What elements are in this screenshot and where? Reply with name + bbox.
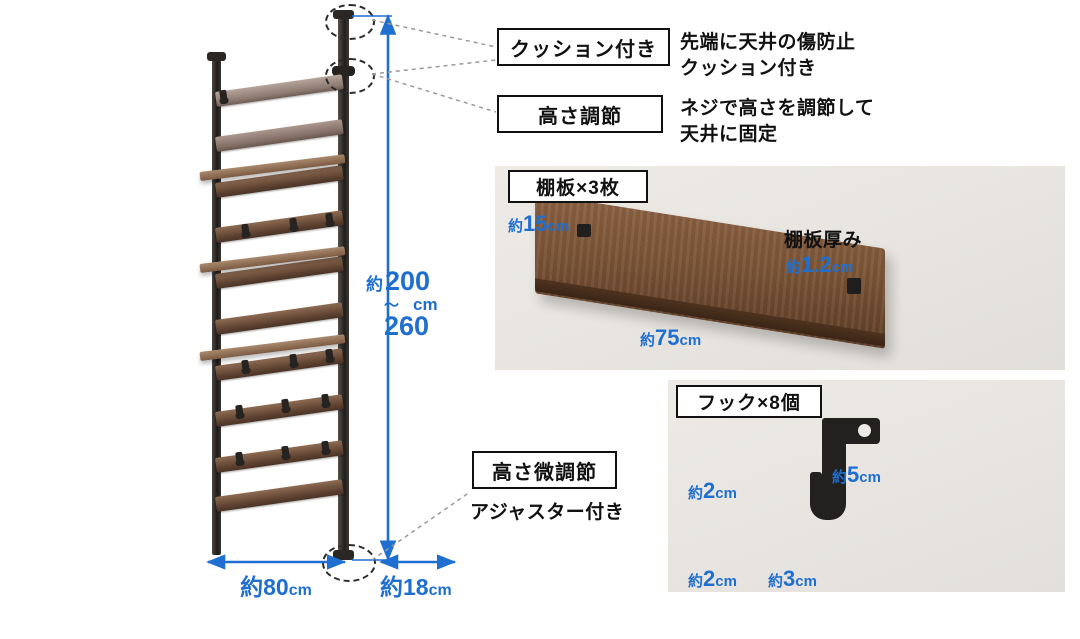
dim-hook-left-value: 2	[703, 478, 716, 503]
callout-badge-height-adjust: 高さ調節	[497, 95, 663, 133]
dim-hook-height-unit: cm	[859, 469, 881, 486]
dim-shelf-thickness: 約1.2cm	[786, 252, 853, 278]
panel-title-hook: フック×8個	[676, 385, 822, 418]
callout-desc-cushion-line1: 先端に天井の傷防止	[680, 32, 856, 53]
callout-badge-fine-adjust: 高さ微調節	[472, 451, 617, 489]
callout-desc-fine-adjust: アジャスター付き	[470, 497, 730, 524]
back-board	[214, 119, 344, 152]
shelf-bracket-left	[577, 224, 591, 237]
dim-hook-bottom-left-unit: cm	[715, 573, 737, 590]
hook-bottom-tip	[810, 472, 822, 506]
dim-shelf-thickness-unit: cm	[831, 259, 854, 276]
dim-hook-bottom-left-value: 2	[703, 566, 716, 591]
callout-desc-fine-adjust-line1: アジャスター付き	[470, 502, 625, 523]
callout-badge-cushion: クッション付き	[497, 28, 670, 66]
dim-shelf-width-unit: cm	[679, 332, 702, 349]
dim-hook-bottom-left-prefix: 約	[688, 573, 704, 590]
dim-shelf-thickness-label: 棚板厚み	[784, 230, 863, 251]
dim-hook-left-unit: cm	[715, 485, 737, 502]
back-board	[214, 302, 344, 335]
dim-hook-bottom-left: 約2cm	[688, 566, 737, 592]
dim-shelf-depth-value: 15	[523, 211, 548, 236]
callout-desc-height-adjust-line2: 天井に固定	[680, 124, 778, 146]
dim-shelf-depth-prefix: 約	[508, 218, 524, 235]
shelf-bracket-right	[847, 278, 861, 294]
dim-hook-width-value: 3	[783, 566, 796, 591]
dim-shelf-depth: 約15cm	[508, 211, 569, 237]
width-value: 約80	[240, 574, 289, 600]
left-post-top-cap	[207, 52, 226, 61]
callout-badge-cushion-label: クッション付き	[510, 38, 657, 61]
dim-hook-left-prefix: 約	[688, 485, 704, 502]
depth-dimension: 約18cm	[380, 568, 490, 602]
hook-screw-hole	[858, 424, 871, 437]
width-dimension: 約80cm	[206, 568, 346, 602]
hook-icon	[235, 404, 244, 419]
callout-badge-height-adjust-label: 高さ調節	[538, 105, 622, 128]
depth-value: 約18	[380, 574, 429, 600]
dim-shelf-thickness-prefix: 約	[786, 259, 802, 276]
dim-hook-width: 約3cm	[768, 566, 817, 592]
dim-hook-width-prefix: 約	[768, 573, 784, 590]
callout-desc-cushion: 先端に天井の傷防止 クッション付き	[680, 30, 980, 82]
width-unit: cm	[288, 582, 312, 599]
vertical-post-left	[212, 60, 221, 555]
dim-hook-height: 約5cm	[832, 462, 881, 488]
callout-desc-height-adjust: ネジで高さを調節して 天井に固定	[680, 96, 1000, 148]
height-range-tilde: 〜	[384, 296, 400, 314]
dim-hook-height-value: 5	[847, 462, 860, 487]
height-dimension-group: 約 200 〜 cm 260	[366, 266, 452, 341]
dim-shelf-width-prefix: 約	[640, 332, 656, 349]
dim-shelf-thickness-value: 1.2	[801, 252, 832, 277]
dim-hook-height-prefix: 約	[832, 469, 848, 486]
height-bottom-value: 260	[384, 310, 430, 341]
depth-unit: cm	[428, 582, 452, 599]
dim-hook-left: 約2cm	[688, 478, 737, 504]
dim-hook-width-unit: cm	[795, 573, 817, 590]
callout-badge-fine-adjust-label: 高さ微調節	[492, 461, 597, 484]
panel-title-shelf-board: 棚板×3枚	[508, 170, 648, 203]
dim-shelf-depth-unit: cm	[547, 218, 570, 235]
dim-shelf-width-value: 75	[655, 325, 680, 350]
highlight-ellipse-height-adjust	[325, 58, 375, 94]
vertical-post-right	[338, 14, 349, 559]
height-prefix: 約	[366, 275, 383, 294]
back-board	[214, 479, 344, 512]
callout-desc-cushion-line2: クッション付き	[680, 58, 817, 80]
panel-title-hook-label: フック×8個	[697, 393, 801, 414]
dim-shelf-width: 約75cm	[640, 325, 701, 351]
highlight-ellipse-cushion	[325, 4, 375, 40]
hook-photo	[808, 418, 882, 533]
height-unit: cm	[413, 294, 438, 314]
height-top-value: 200	[385, 266, 431, 296]
callout-desc-height-adjust-line1: ネジで高さを調節して	[680, 98, 875, 119]
panel-title-shelf-board-label: 棚板×3枚	[536, 178, 620, 199]
